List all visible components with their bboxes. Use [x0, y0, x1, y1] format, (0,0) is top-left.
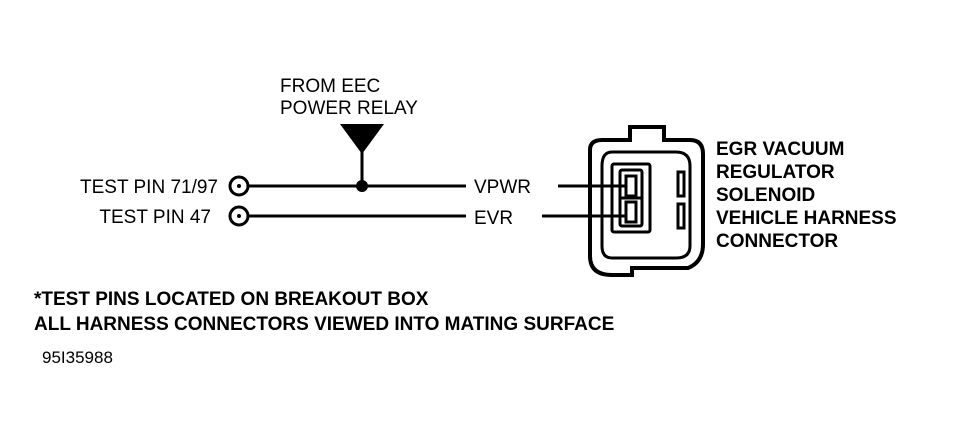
- note-harness-connectors: ALL HARNESS CONNECTORS VIEWED INTO MATIN…: [34, 314, 614, 335]
- connector-label-line5: CONNECTOR: [716, 231, 838, 252]
- connector-label-line3: SOLENOID: [716, 185, 815, 206]
- figure-id: 95I35988: [42, 348, 113, 367]
- circuit-label-evr: EVR: [474, 208, 513, 229]
- test-pin-47-icon: [228, 205, 250, 227]
- relay-label-line2: POWER RELAY: [280, 98, 418, 119]
- test-pin-label-71-97: TEST PIN 71/97: [80, 177, 218, 198]
- connector-label-line2: REGULATOR: [716, 162, 835, 183]
- connector-label-line4: VEHICLE HARNESS: [716, 208, 897, 229]
- egr-connector-icon: [588, 125, 705, 277]
- test-pin-71-97-icon: [228, 175, 250, 197]
- connector-label-line1: EGR VACUUM: [716, 139, 844, 160]
- note-test-pins: *TEST PINS LOCATED ON BREAKOUT BOX: [34, 289, 429, 310]
- relay-label-line1: FROM EEC: [280, 76, 380, 97]
- relay-arrow-icon: [340, 124, 384, 154]
- circuit-label-vpwr: VPWR: [474, 177, 531, 198]
- test-pin-label-47: TEST PIN 47: [99, 207, 211, 228]
